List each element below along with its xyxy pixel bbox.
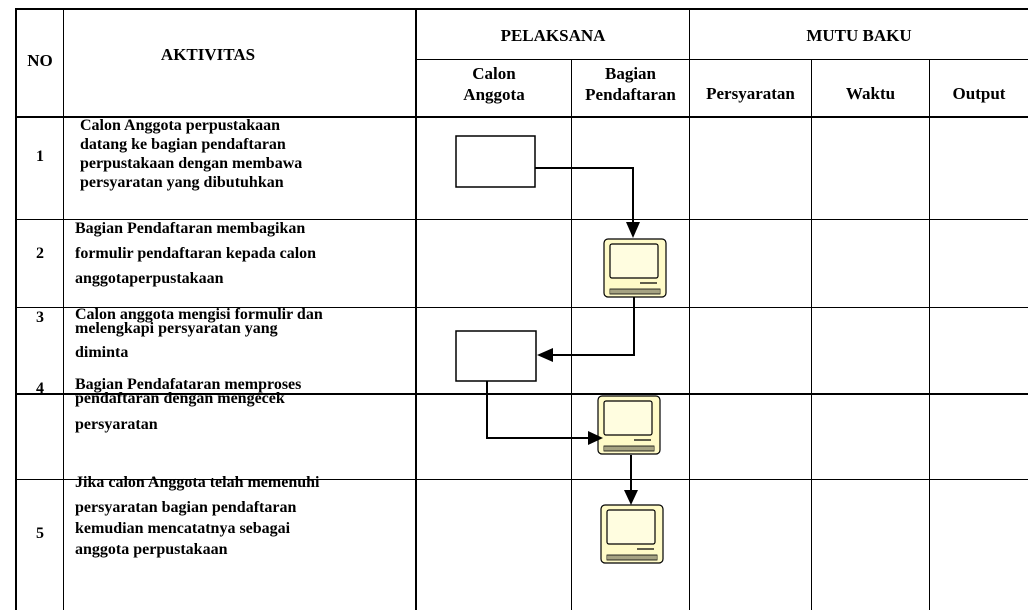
process-box-row-3	[455, 330, 537, 382]
activity-line: Calon anggota mengisi formulir dan	[75, 306, 323, 323]
header-calon-line1: Calon	[472, 64, 516, 83]
connector-row2-to-row3	[550, 297, 635, 356]
computer-icon-row-5	[600, 504, 664, 564]
header-calon-anggota: Calon Anggota	[417, 65, 571, 104]
arrowhead-down	[624, 490, 638, 505]
process-box-row-1	[455, 135, 536, 188]
computer-icon-row-2	[603, 238, 667, 298]
activity-line: melengkapi persyaratan yang	[75, 320, 278, 337]
activity-line: Jika calon Anggota telah memenuhi	[75, 474, 320, 491]
header-persyaratan: Persyaratan	[706, 84, 795, 103]
activity-line: Calon Anggota perpustakaan	[80, 117, 281, 134]
row-3-number: 3	[36, 309, 44, 326]
arrowhead-right	[588, 431, 603, 445]
row-1-number: 1	[36, 148, 44, 165]
row-4-activity: Bagian Pendafataran memproses pendaftara…	[75, 376, 301, 435]
activity-line: kemudian mencatatnya sebagai	[75, 520, 291, 537]
connector-row3-to-row4	[486, 381, 590, 439]
row-5-number: 5	[36, 525, 44, 542]
row-2-number: 2	[36, 245, 44, 262]
header-pelaksana: PELAKSANA	[500, 26, 606, 45]
activity-line: Bagian Pendafataran memproses	[75, 376, 302, 393]
arrowhead-left	[537, 348, 553, 362]
row-2-activity: Bagian Pendaftaran membagikan formulir p…	[75, 216, 316, 291]
row-1-activity: Calon Anggota perpustakaan datang ke bag…	[80, 116, 302, 192]
header-no: NO	[27, 51, 53, 70]
header-aktivitas: AKTIVITAS	[160, 45, 256, 64]
header-output: Output	[952, 84, 1006, 103]
header-bagian-line2: Pendaftaran	[585, 85, 676, 104]
activity-line: diminta	[75, 344, 129, 361]
activity-line: Bagian Pendaftaran membagikan	[75, 220, 306, 237]
activity-line: persyaratan yang dibutuhkan	[80, 174, 284, 191]
activity-line: perpustakaan dengan membawa	[80, 155, 303, 172]
computer-icon-row-4	[597, 395, 661, 455]
row-5-activity: Jika calon Anggota telah memenuhi persya…	[75, 472, 319, 560]
row-4-number: 4	[36, 380, 44, 397]
activity-line: formulir pendaftaran kepada calon	[75, 245, 317, 262]
activity-line: persyaratan bagian pendaftaran	[75, 499, 297, 516]
row-3-activity: Calon anggota mengisi formulir dan melen…	[75, 306, 323, 363]
activity-line: anggota perpustakaan	[75, 541, 228, 558]
activity-line: persyaratan	[75, 416, 158, 433]
header-bagian-line1: Bagian	[604, 64, 657, 83]
header-calon-line2: Anggota	[463, 85, 525, 104]
activity-line: datang ke bagian pendaftaran	[80, 136, 286, 153]
header-mutu-baku: MUTU BAKU	[806, 26, 912, 45]
connector-row1-to-row2	[535, 167, 634, 225]
arrowhead-down	[626, 222, 640, 238]
activity-line: anggotaperpustakaan	[75, 270, 224, 287]
header-waktu: Waktu	[845, 84, 896, 103]
activity-line: pendaftaran dengan mengecek	[75, 390, 285, 407]
header-bagian-pendaftaran: Bagian Pendaftaran	[572, 65, 689, 104]
